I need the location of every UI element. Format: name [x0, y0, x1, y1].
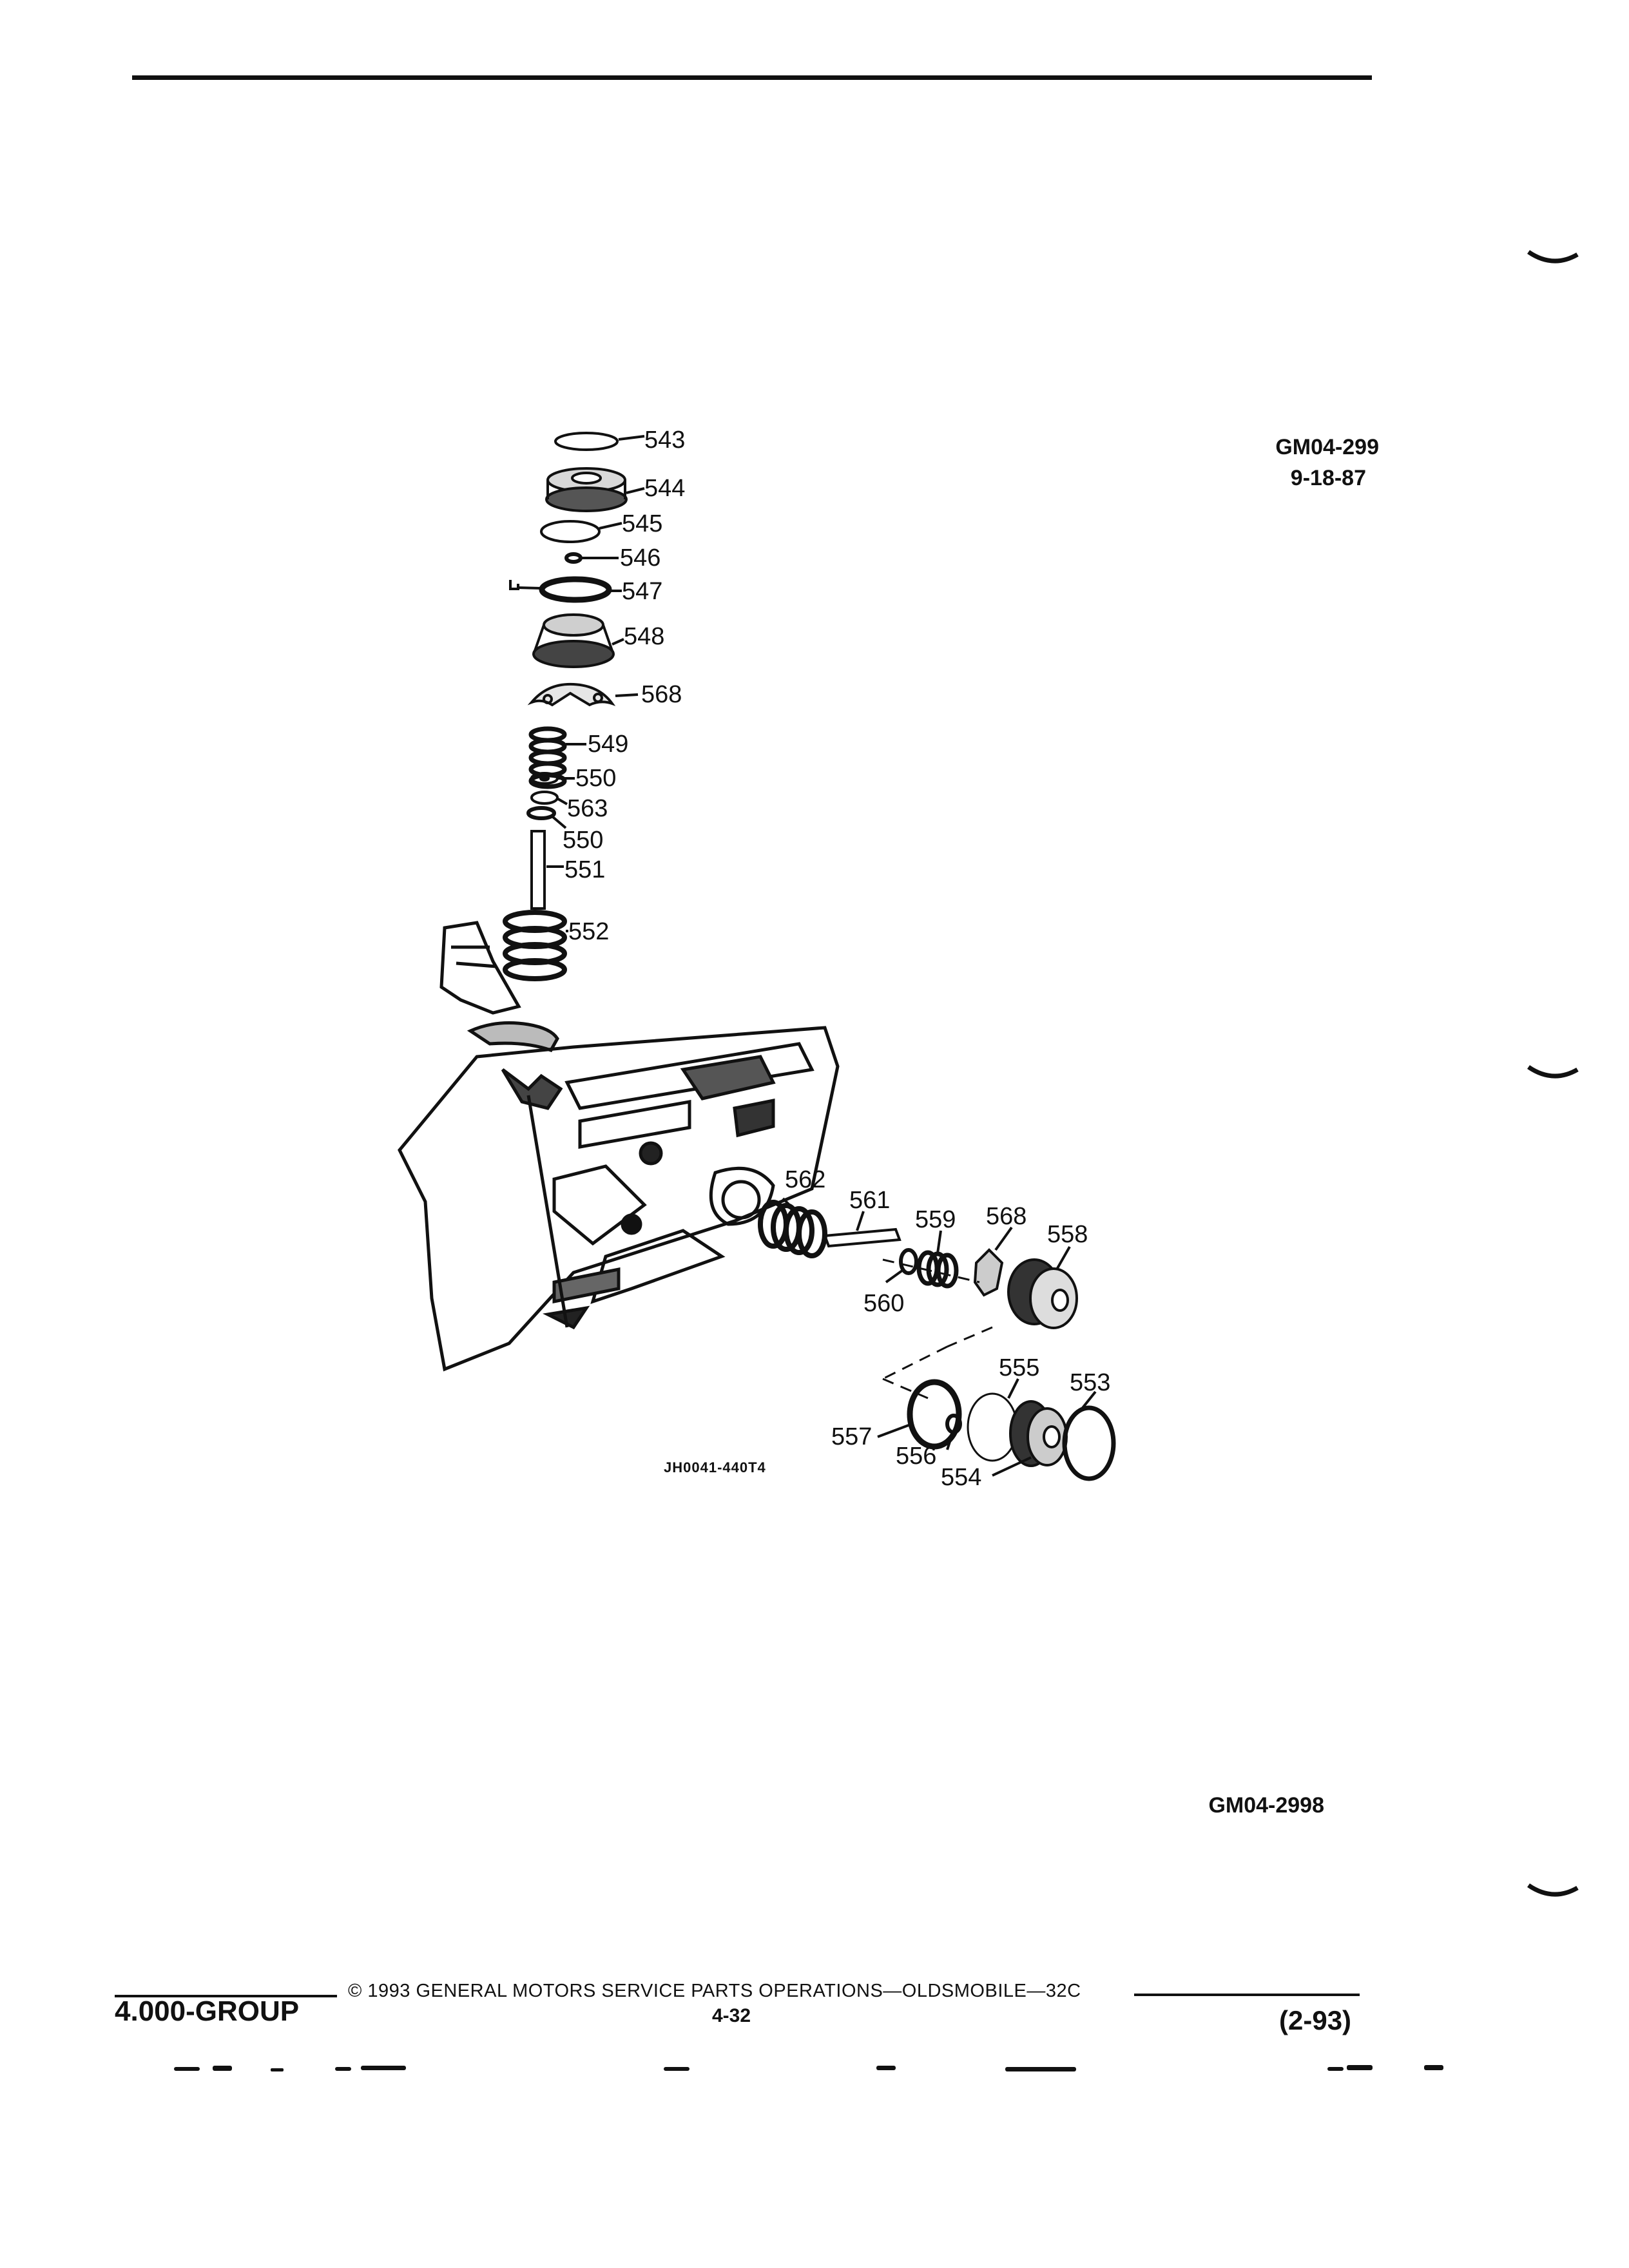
callout-544: 544	[644, 475, 685, 502]
callout-556: 556	[896, 1443, 936, 1470]
scan-mark-3	[1527, 1883, 1579, 1897]
scan-mark-1	[1527, 250, 1579, 264]
copyright-line: © 1993 GENERAL MOTORS SERVICE PARTS OPER…	[348, 1981, 1081, 2001]
figure-code: JH0041-440T4	[664, 1459, 766, 1475]
callout-554: 554	[941, 1464, 981, 1491]
callout-568: 568	[641, 681, 682, 708]
part-550-washer-upper	[530, 772, 575, 785]
revision-code: (2-93)	[1279, 2005, 1352, 2035]
callout-545: 545	[622, 510, 662, 537]
part-553-snap-ring	[1062, 1390, 1116, 1481]
callout-563: 563	[567, 795, 608, 822]
callout-559: 559	[915, 1206, 956, 1233]
callout-561: 561	[849, 1187, 890, 1214]
group-label: 4.000-GROUP	[115, 1995, 300, 2027]
figure-id: GM04-2998	[1208, 1793, 1324, 1818]
part-545-o-ring	[540, 520, 622, 543]
document-id: GM04-299	[1275, 435, 1379, 459]
scan-mark-2	[1527, 1065, 1579, 1079]
part-557-seal	[877, 1379, 962, 1450]
part-563-ring	[530, 791, 568, 805]
part-562-spring	[758, 1197, 827, 1258]
part-559-spring	[916, 1230, 959, 1289]
callout-552: 552	[568, 918, 609, 945]
part-546-washer	[564, 552, 619, 564]
revision-date: 9-18-87	[1290, 466, 1366, 490]
part-561-rod	[823, 1211, 901, 1248]
part-549-spring	[528, 726, 586, 789]
callout-549: 549	[588, 731, 628, 758]
part-552-spring	[503, 910, 568, 981]
part-547-seal	[509, 576, 622, 603]
part-568-retainer	[527, 682, 639, 707]
transmission-case	[398, 921, 840, 1372]
callout-568b: 568	[986, 1203, 1027, 1230]
part-555-o-ring	[967, 1378, 1019, 1462]
part-544-cover	[545, 467, 645, 512]
callout-550: 550	[575, 765, 616, 792]
assembly-guide	[882, 1258, 993, 1399]
part-554-piston	[992, 1400, 1068, 1477]
part-551-rod	[530, 830, 564, 910]
callout-543: 543	[644, 427, 685, 454]
part-560-washer	[885, 1248, 918, 1283]
top-rule	[132, 75, 1372, 80]
footer-rule-left	[115, 1995, 337, 1997]
footer-rule-right	[1134, 1994, 1360, 1996]
part-568-retainer-right	[973, 1226, 1013, 1297]
part-543-snap-ring	[554, 432, 645, 451]
callout-548: 548	[624, 623, 664, 650]
callout-562: 562	[785, 1166, 825, 1193]
bottom-scan-artifacts	[174, 2065, 1443, 2071]
callout-551: 551	[564, 856, 605, 883]
callout-550b: 550	[563, 827, 603, 854]
callout-560: 560	[863, 1290, 904, 1317]
callout-labels: 543 544 545 546 547 548 568 549 550 563 …	[563, 427, 1110, 1491]
page-number: 4-32	[712, 2005, 751, 2026]
callout-558: 558	[1047, 1221, 1088, 1248]
part-550-washer-lower	[526, 806, 567, 829]
callout-553: 553	[1070, 1369, 1110, 1396]
part-548-piston	[532, 613, 624, 668]
callout-557: 557	[831, 1423, 872, 1450]
part-556-ring	[945, 1414, 962, 1450]
callout-546: 546	[620, 544, 660, 572]
part-558-piston	[1007, 1246, 1078, 1329]
callout-547: 547	[622, 578, 662, 605]
callout-555: 555	[999, 1354, 1039, 1381]
